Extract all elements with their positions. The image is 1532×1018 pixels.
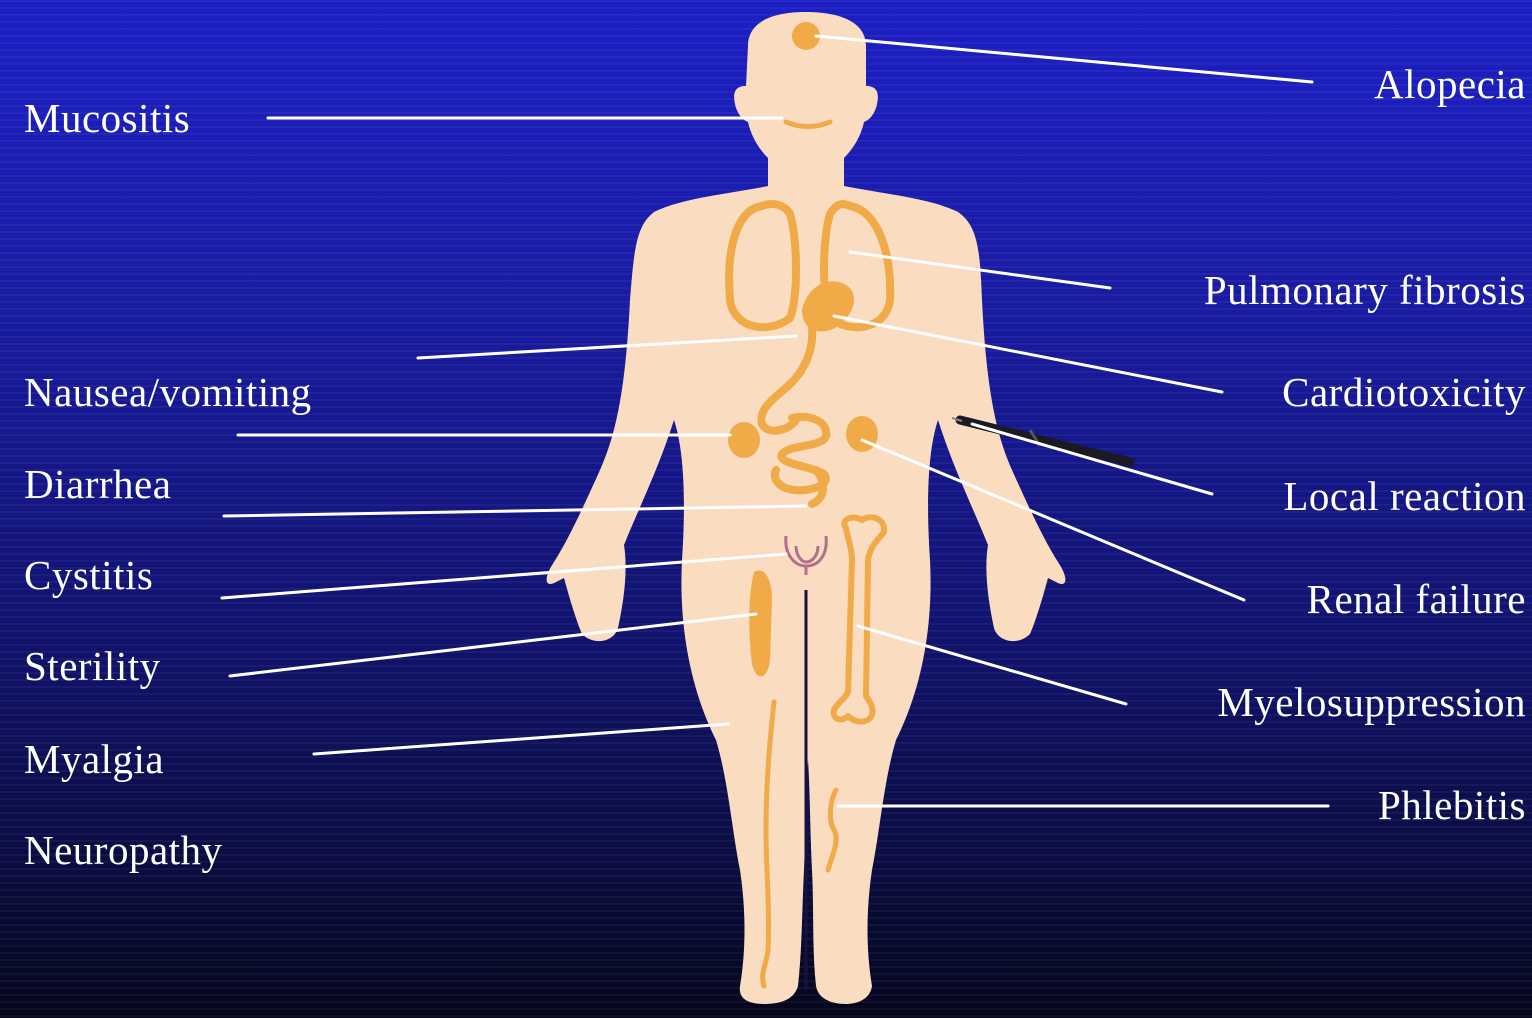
label-pulmonary-fibrosis: Pulmonary fibrosis [1204,270,1526,311]
label-cystitis: Cystitis [24,555,153,596]
label-nausea-vomiting: Nausea/vomiting [24,372,312,413]
right-kidney [846,416,878,452]
leader-myalgia [230,614,756,676]
heart [806,285,850,327]
leader-alopecia [816,36,1312,82]
left-kidney [728,422,760,458]
label-diarrhea: Diarrhea [24,464,171,505]
label-phlebitis: Phlebitis [1378,785,1526,826]
leader-neuropathy [314,724,728,754]
label-alopecia: Alopecia [1374,64,1526,105]
label-neuropathy: Neuropathy [24,830,223,871]
label-local-reaction: Local reaction [1283,476,1526,517]
label-renal-failure: Renal failure [1307,579,1526,620]
label-sterility: Sterility [24,646,161,687]
thigh-muscle [749,570,772,676]
label-mucositis: Mucositis [24,98,190,139]
label-cardiotoxicity: Cardiotoxicity [1282,372,1526,413]
label-myalgia: Myalgia [24,739,164,780]
label-myelosuppression: Myelosuppression [1217,682,1526,723]
